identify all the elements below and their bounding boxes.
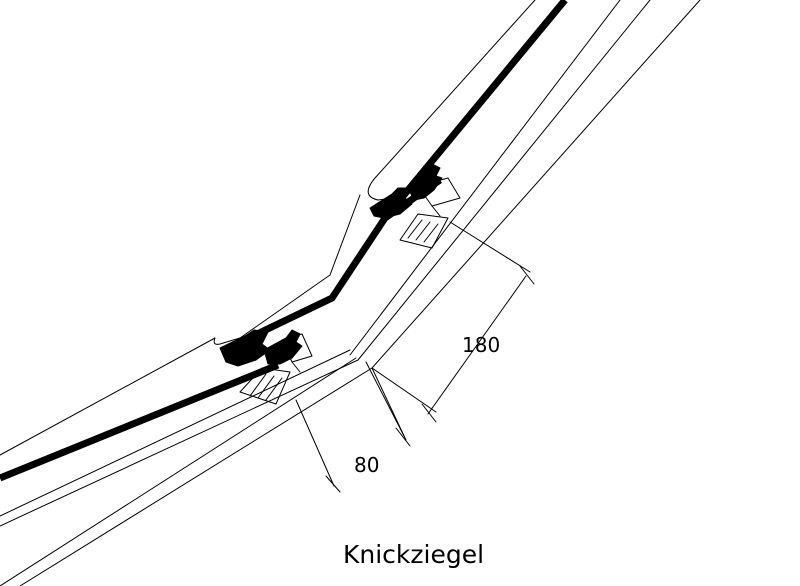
upper-tile-interlock (369, 187, 413, 219)
lower-batten (239, 333, 313, 405)
upper-tile-hook (409, 163, 443, 201)
lower-tile-hook (263, 329, 303, 365)
rafter-line-4 (0, 357, 357, 586)
knee-tile-body (226, 0, 568, 352)
rafter-line-1 (0, 0, 651, 527)
drawing-caption: Knickziegel (343, 540, 484, 569)
lower-tile-outline (0, 194, 361, 456)
upper-tile-outline (367, 0, 536, 201)
rafter-line-2 (349, 0, 621, 356)
lower-tile-interlock (219, 329, 271, 367)
dimension-label-180: 180 (462, 333, 500, 357)
upper-batten (399, 177, 461, 249)
dimension-180 (371, 221, 535, 423)
dimension-label-80: 80 (354, 453, 379, 477)
rafter-line-5 (0, 349, 351, 517)
lower-tile-body (0, 361, 280, 482)
dimension-80 (295, 361, 411, 493)
rafter-line-3 (19, 0, 701, 586)
